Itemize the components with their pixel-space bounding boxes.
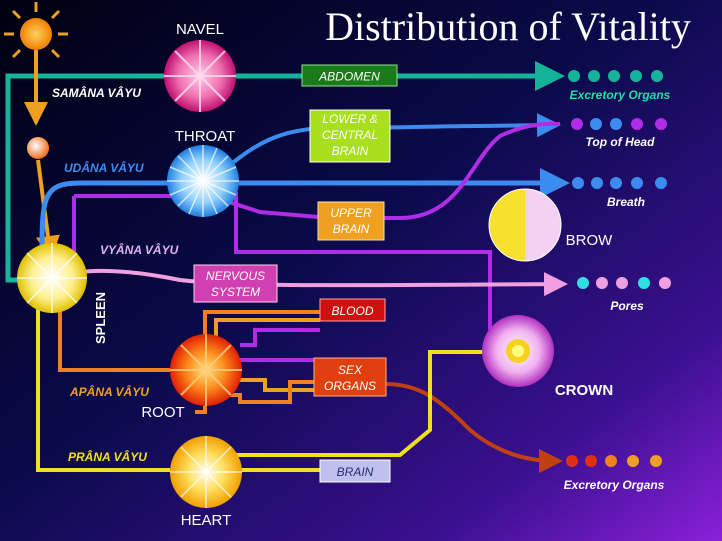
throat-chakra-icon: [167, 145, 239, 217]
navel-label: NAVEL: [176, 21, 224, 38]
heart-crown-line: [235, 350, 484, 457]
samana-vayu-label: SAMÂNA VÂYU: [52, 85, 141, 100]
root-sex-link-3: [230, 380, 314, 404]
vyana-vayu-label: VYÂNA VÂYU: [100, 242, 179, 257]
vitality-globule-icon: [27, 137, 49, 159]
lower-central-brain-line-2: CENTRAL: [322, 128, 378, 142]
crown-chakra-icon: [482, 315, 554, 387]
nervous-system-line-2: SYSTEM: [211, 285, 260, 299]
excretory-organs-top-label: Excretory Organs: [570, 88, 671, 102]
navel-chakra-icon: [164, 40, 236, 112]
udana-vayu-label: UDÂNA VÂYU: [64, 160, 144, 175]
prana-vayu-label: PRÂNA VÂYU: [68, 449, 147, 464]
blood-box: BLOOD: [319, 298, 386, 322]
breath-label: Breath: [607, 195, 645, 209]
sex-organs-line-1: SEX: [338, 363, 363, 377]
brow-chakra-icon: [488, 188, 562, 262]
page-title: Distribution of Vitality: [325, 4, 691, 49]
top-of-head-dots: [571, 118, 667, 130]
sex-organs-line-2: ORGANS: [324, 379, 376, 393]
lower-central-brain-box: LOWER & CENTRAL BRAIN: [309, 109, 391, 163]
heart-chakra-icon: [170, 436, 242, 508]
pores-dots: [577, 277, 671, 289]
brow-label: BROW: [566, 232, 614, 249]
abdomen-box: ABDOMEN: [301, 64, 398, 87]
upper-brain-box: UPPER BRAIN: [317, 201, 385, 241]
lower-central-brain-line-1: LOWER &: [322, 112, 377, 126]
apana-line: [58, 285, 176, 372]
breath-dots: [572, 177, 667, 189]
excretory-bottom-dots: [566, 455, 662, 467]
nervous-system-box: NERVOUS SYSTEM: [193, 264, 278, 303]
brain-label: BRAIN: [337, 465, 374, 479]
lower-central-brain-line-3: BRAIN: [332, 144, 369, 158]
vyana-crown-line: [234, 192, 492, 330]
excretory-organs-bottom-label: Excretory Organs: [564, 478, 665, 492]
abdomen-label: ABDOMEN: [318, 70, 380, 84]
sun-icon: [4, 2, 68, 66]
brain-box: BRAIN: [319, 459, 391, 483]
root-apana-link: [195, 405, 207, 414]
heart-label: HEART: [181, 512, 232, 529]
upper-brain-line-1: UPPER: [330, 206, 372, 220]
apana-vayu-label: APÂNA VÂYU: [69, 384, 149, 399]
root-blood-link-3: [240, 328, 320, 347]
top-of-head-label: Top of Head: [586, 135, 656, 149]
root-blood-link-2: [214, 318, 320, 340]
upper-brain-line-2: BRAIN: [333, 222, 370, 236]
root-label: ROOT: [141, 404, 184, 421]
throat-label: THROAT: [175, 128, 236, 145]
spleen-chakra-icon: [17, 243, 87, 313]
sex-organs-box: SEX ORGANS: [313, 357, 387, 397]
root-chakra-icon: [170, 334, 242, 406]
spleen-label: SPLEEN: [93, 292, 108, 344]
crown-label: CROWN: [555, 382, 613, 399]
excretory-top-dots: [568, 70, 663, 82]
pores-label: Pores: [610, 299, 644, 313]
vyana-upper-brain-line: [74, 121, 561, 220]
nervous-system-line-1: NERVOUS: [206, 269, 265, 283]
blood-label: BLOOD: [331, 304, 373, 318]
apana-excretory-line: [385, 382, 563, 473]
prana-line: [36, 300, 170, 472]
